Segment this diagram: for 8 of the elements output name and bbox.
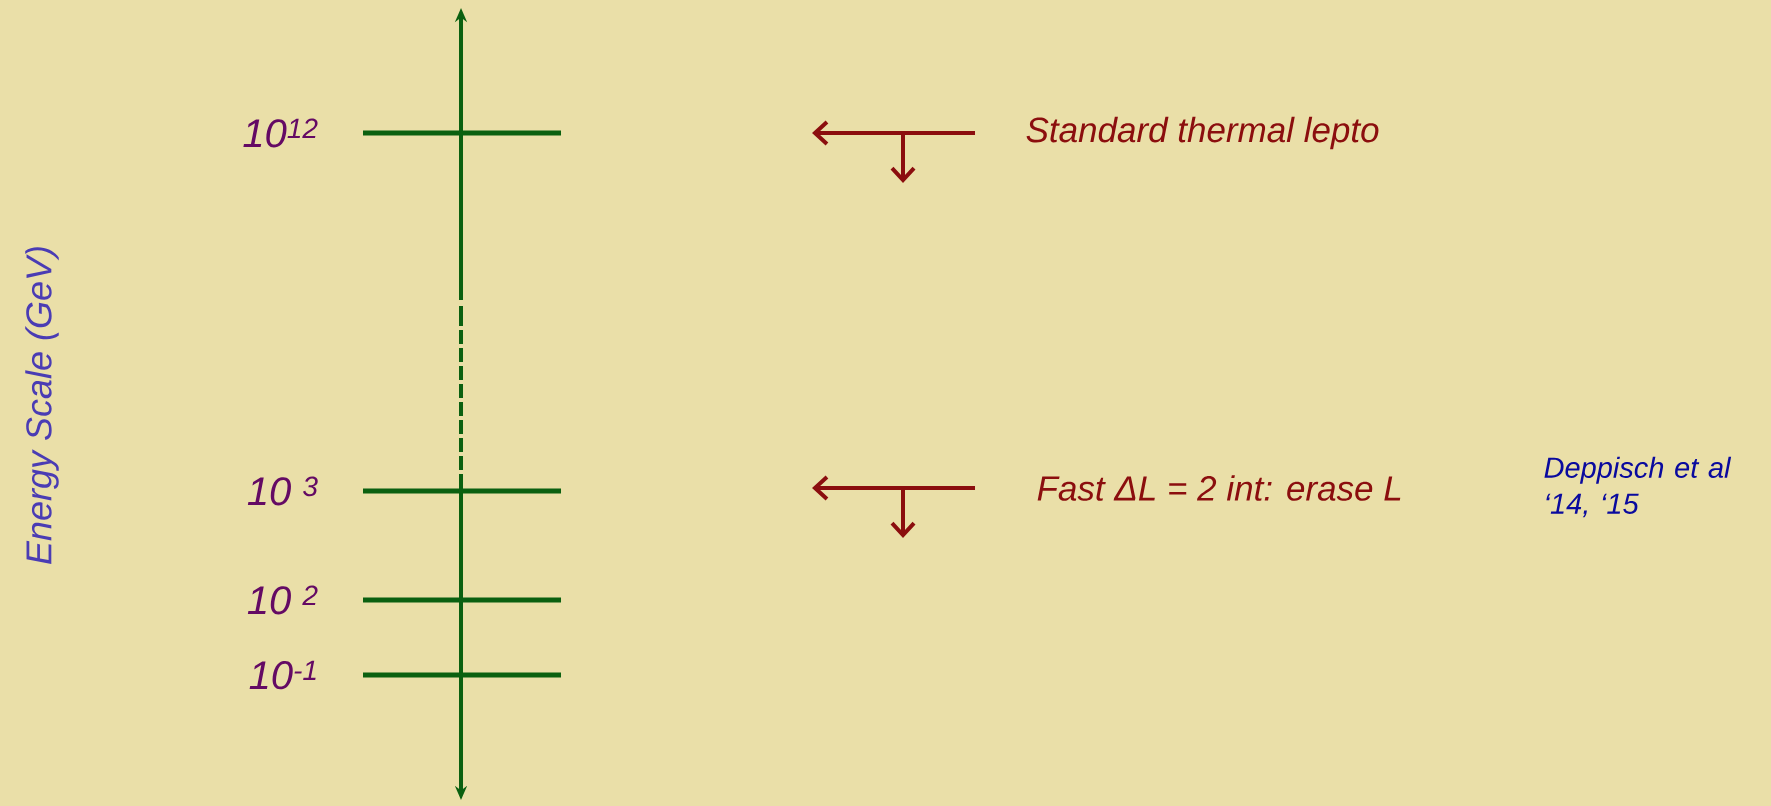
axis-title: Energy Scale (GeV) [25,247,59,564]
annotation-text: Standard thermal lepto [1026,116,1379,150]
annotation-text: Fast ΔL = 2 int: erase L [1037,475,1401,501]
tick-label: 10$^{12}$ [243,118,318,148]
tick-label: 10 $^{2}$ [247,585,318,615]
citation-text: Deppisch et al ‘14, ‘15 [1544,456,1732,518]
tick-label: 10 $^{3}$ [247,476,318,506]
tick-label: 10$^{-1}$ [249,660,316,690]
